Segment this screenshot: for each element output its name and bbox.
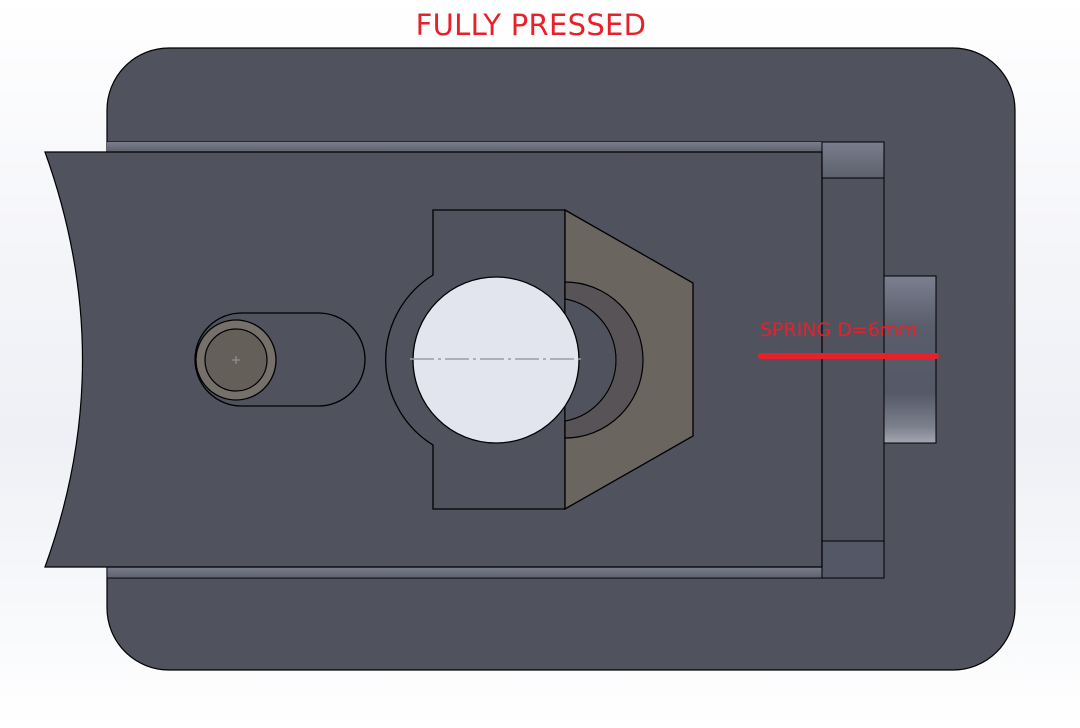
hole-inner-bg	[564, 298, 617, 422]
spring-annotation: SPRING D=6mm	[760, 319, 917, 341]
spring-block-right	[883, 275, 937, 444]
view-title: FULLY PRESSED	[415, 8, 647, 42]
rail-end-top	[821, 141, 885, 179]
rail-top-edge	[107, 142, 884, 152]
rail-end	[821, 141, 885, 579]
rail-bottom-edge	[106, 566, 885, 579]
center-hole	[412, 276, 580, 444]
rail-end-bottom	[821, 540, 885, 579]
pin-center-mark	[232, 356, 240, 364]
